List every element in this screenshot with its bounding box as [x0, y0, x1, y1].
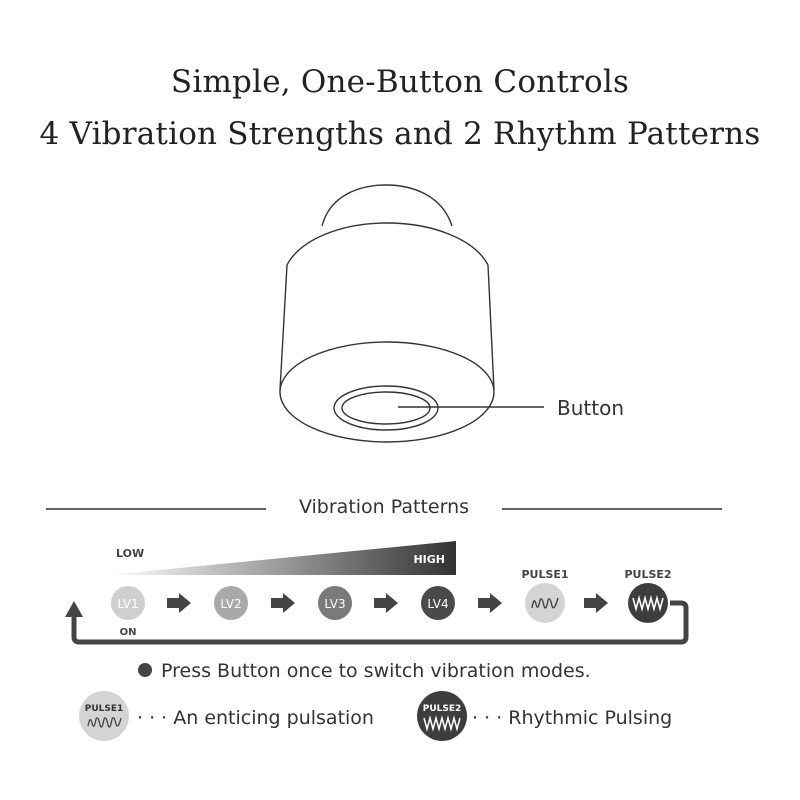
mode-arrows — [167, 593, 608, 613]
device-left-side — [279, 264, 288, 391]
instruction-bullet-icon — [138, 663, 152, 677]
loop-back-path — [71, 600, 689, 645]
mode-pulse2[interactable]: PULSE2 — [624, 568, 672, 623]
on-label: ON — [120, 627, 137, 638]
legend-pulse1-badge-circle — [79, 691, 129, 741]
mode-lv2[interactable]: LV2 — [214, 586, 248, 620]
legend-pulse2-description: · · · Rhythmic Pulsing — [472, 707, 672, 729]
arrow-icon — [478, 593, 502, 613]
device-button-inner-ring[interactable] — [341, 391, 431, 425]
device-top-dome — [321, 184, 453, 227]
device-illustration — [279, 184, 544, 443]
loop-back-arrowhead — [65, 601, 83, 617]
low-label: LOW — [116, 547, 144, 560]
lv3-label: LV3 — [324, 597, 345, 611]
device-shoulder — [286, 222, 489, 266]
intensity-ramp — [108, 541, 456, 575]
legend-pulse1-wave-icon — [87, 717, 122, 728]
title-line-2: 4 Vibration Strengths and 2 Rhythm Patte… — [39, 116, 761, 152]
lv1-label: LV1 — [117, 597, 138, 611]
pulse2-wave-icon — [632, 594, 664, 613]
section-title: Vibration Patterns — [299, 496, 469, 518]
title-line-1: Simple, One-Button Controls — [170, 64, 630, 100]
arrow-icon — [167, 593, 191, 613]
pulse2-top-label: PULSE2 — [624, 568, 671, 581]
lv4-label: LV4 — [427, 597, 448, 611]
arrow-icon — [584, 593, 608, 613]
legend-pulse1-description: · · · An enticing pulsation — [137, 707, 374, 729]
lv2-label: LV2 — [220, 597, 241, 611]
instruction-text: Press Button once to switch vibration mo… — [161, 660, 591, 682]
mode-lv1[interactable]: LV1 — [111, 586, 145, 620]
high-label: HIGH — [413, 553, 445, 566]
pulse1-wave-icon — [531, 597, 559, 609]
lv2-circle — [214, 586, 248, 620]
legend-pulse2: PULSE2 · · · Rhythmic Pulsing — [417, 691, 672, 741]
legend-pulse1: PULSE1 · · · An enticing pulsation — [79, 691, 374, 741]
arrow-icon — [374, 593, 398, 613]
lv3-circle — [318, 586, 352, 620]
arrow-icon — [271, 593, 295, 613]
button-label: Button — [557, 396, 624, 420]
device-right-side — [487, 264, 495, 391]
mode-lv4[interactable]: LV4 — [421, 586, 455, 620]
lv4-circle — [421, 586, 455, 620]
legend-pulse2-wave-icon — [423, 715, 461, 732]
lv1-circle — [111, 586, 145, 620]
pulse1-circle — [525, 583, 565, 623]
mode-pulse1[interactable]: PULSE1 — [521, 568, 569, 623]
pulse2-circle — [628, 583, 668, 623]
device-base — [279, 341, 495, 443]
pulse1-top-label: PULSE1 — [521, 568, 568, 581]
device-button-outer-ring[interactable] — [333, 385, 439, 431]
mode-sequence: LV1 LV2 LV3 LV4 — [111, 586, 455, 620]
mode-lv3[interactable]: LV3 — [318, 586, 352, 620]
legend-pulse2-badge-label: PULSE2 — [423, 704, 462, 714]
legend-pulse1-badge-label: PULSE1 — [85, 704, 124, 714]
